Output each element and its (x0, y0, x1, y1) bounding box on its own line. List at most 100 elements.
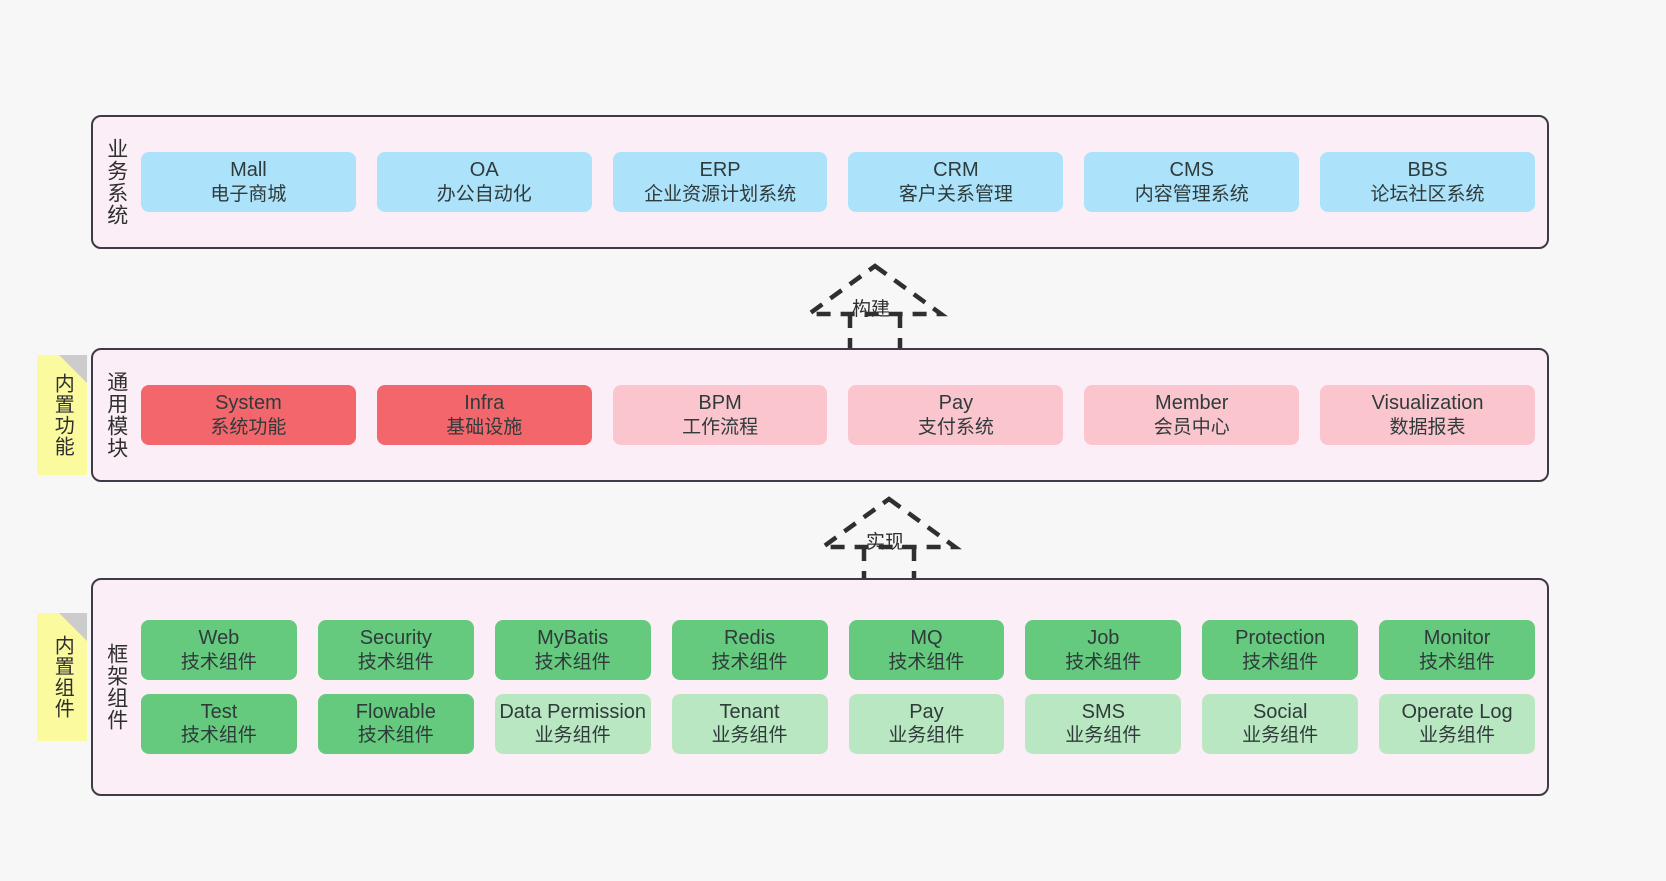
card-subtitle: 客户关系管理 (898, 183, 1013, 205)
card-tenant[interactable]: Tenant 业务组件 (671, 694, 828, 754)
card-bbs[interactable]: BBS 论坛社区系统 (1320, 152, 1535, 212)
card-redis[interactable]: Redis 技术组件 (671, 620, 828, 680)
card-title: System (215, 392, 282, 415)
card-subtitle: 技术组件 (1242, 651, 1319, 673)
card-security[interactable]: Security 技术组件 (317, 620, 474, 680)
card-erp[interactable]: ERP 企业资源计划系统 (612, 152, 828, 212)
card-title: Security (359, 627, 432, 650)
card-subtitle: 技术组件 (1065, 651, 1142, 673)
card-subtitle: 技术组件 (711, 651, 788, 673)
card-system[interactable]: System 系统功能 (141, 385, 356, 445)
card-social[interactable]: Social 业务组件 (1202, 694, 1359, 754)
connector-implement-label: 实现 (866, 532, 905, 553)
card-title: SMS (1081, 701, 1125, 723)
card-title: Monitor (1423, 627, 1491, 650)
connector-build-arrow (802, 263, 948, 350)
card-cms[interactable]: CMS 内容管理系统 (1084, 152, 1300, 212)
layer-framework-component: 框架组件 Web 技术组件 Security 技术组件 MyBatis 技术组件… (91, 578, 1549, 796)
card-subtitle: 技术组件 (888, 651, 965, 673)
connector-implement-arrow (816, 496, 962, 583)
card-row: System 系统功能 Infra 基础设施 BPM 工作流程 Pay 支付系统… (141, 385, 1535, 445)
card-member[interactable]: Member 会员中心 (1084, 385, 1300, 445)
layer-body-business-system: Mall 电子商城 OA 办公自动化 ERP 企业资源计划系统 CRM 客户关系… (139, 117, 1547, 247)
card-web[interactable]: Web 技术组件 (141, 620, 297, 680)
card-subtitle: 技术组件 (357, 725, 434, 747)
connector-build-label: 构建 (852, 299, 891, 320)
card-row: Mall 电子商城 OA 办公自动化 ERP 企业资源计划系统 CRM 客户关系… (141, 152, 1535, 212)
card-title: CRM (933, 159, 979, 182)
card-subtitle: 基础设施 (446, 416, 523, 438)
card-title: Redis (723, 627, 776, 650)
layer-title-framework-component: 框架组件 (104, 643, 128, 731)
card-subtitle: 业务组件 (888, 725, 965, 747)
card-monitor[interactable]: Monitor 技术组件 (1379, 620, 1535, 680)
card-mybatis[interactable]: MyBatis 技术组件 (494, 620, 651, 680)
card-title: BBS (1407, 159, 1448, 182)
card-subtitle: 电子商城 (210, 183, 287, 205)
card-test[interactable]: Test 技术组件 (141, 694, 297, 754)
card-subtitle: 业务组件 (1242, 725, 1319, 747)
card-subtitle: 会员中心 (1153, 416, 1230, 438)
card-data-permission[interactable]: Data Permission 业务组件 (494, 694, 651, 754)
layer-business-system: 业务系统 Mall 电子商城 OA 办公自动化 ERP 企业资源计划系统 CRM… (91, 115, 1549, 249)
card-subtitle: 企业资源计划系统 (644, 183, 797, 205)
layer-body-framework-component: Web 技术组件 Security 技术组件 MyBatis 技术组件 Redi… (139, 580, 1547, 794)
card-title: Member (1155, 392, 1229, 415)
card-title: Social (1252, 701, 1308, 723)
hollow-triangle-arrowhead-icon (802, 263, 948, 317)
card-subtitle: 技术组件 (1419, 651, 1496, 673)
card-row: Web 技术组件 Security 技术组件 MyBatis 技术组件 Redi… (141, 620, 1535, 680)
card-row: Test 技术组件 Flowable 技术组件 Data Permission … (141, 694, 1535, 754)
card-title: MQ (910, 627, 943, 650)
card-title: Tenant (719, 701, 780, 723)
card-subtitle: 工作流程 (682, 416, 759, 438)
card-mq[interactable]: MQ 技术组件 (848, 620, 1005, 680)
card-flowable[interactable]: Flowable 技术组件 (317, 694, 474, 754)
card-subtitle: 办公自动化 (436, 183, 532, 205)
layer-title-common-module: 通用模块 (104, 371, 128, 459)
card-job[interactable]: Job 技术组件 (1025, 620, 1182, 680)
card-subtitle: 业务组件 (1419, 725, 1496, 747)
card-subtitle: 数据报表 (1389, 416, 1466, 438)
layer-title-business-system: 业务系统 (104, 138, 128, 226)
card-subtitle: 论坛社区系统 (1370, 183, 1485, 205)
card-title: Protection (1235, 627, 1326, 650)
card-subtitle: 技术组件 (180, 725, 257, 747)
card-title: Pay (909, 701, 944, 723)
card-title: Job (1087, 627, 1120, 650)
card-title: Test (200, 701, 238, 723)
card-mall[interactable]: Mall 电子商城 (141, 152, 356, 212)
hollow-triangle-arrowhead-icon (816, 496, 962, 550)
card-title: BPM (698, 392, 742, 415)
card-title: Web (198, 627, 240, 650)
connector-implement: 实现 (814, 495, 964, 583)
card-subtitle: 业务组件 (1065, 725, 1142, 747)
card-bpm[interactable]: BPM 工作流程 (612, 385, 828, 445)
card-sms[interactable]: SMS 业务组件 (1025, 694, 1182, 754)
card-protection[interactable]: Protection 技术组件 (1202, 620, 1359, 680)
card-subtitle: 业务组件 (534, 725, 611, 747)
card-visualization[interactable]: Visualization 数据报表 (1320, 385, 1535, 445)
card-title: MyBatis (537, 627, 609, 650)
card-title: Flowable (355, 701, 436, 723)
card-title: Pay (938, 392, 974, 415)
card-title: ERP (699, 159, 741, 182)
sticky-note-label: 内置功能 (51, 373, 74, 457)
card-pay-component[interactable]: Pay 业务组件 (848, 694, 1005, 754)
sticky-note-label: 内置组件 (51, 635, 74, 719)
card-crm[interactable]: CRM 客户关系管理 (848, 152, 1064, 212)
card-oa[interactable]: OA 办公自动化 (376, 152, 592, 212)
card-subtitle: 技术组件 (534, 651, 611, 673)
card-operate-log[interactable]: Operate Log 业务组件 (1379, 694, 1535, 754)
card-title: Visualization (1371, 392, 1484, 415)
card-subtitle: 系统功能 (210, 416, 287, 438)
layer-body-common-module: System 系统功能 Infra 基础设施 BPM 工作流程 Pay 支付系统… (139, 350, 1547, 480)
layer-common-module: 通用模块 System 系统功能 Infra 基础设施 BPM 工作流程 Pay… (91, 348, 1549, 482)
card-title: CMS (1169, 159, 1214, 182)
card-subtitle: 内容管理系统 (1134, 183, 1249, 205)
card-pay-module[interactable]: Pay 支付系统 (848, 385, 1064, 445)
card-infra[interactable]: Infra 基础设施 (376, 385, 592, 445)
card-subtitle: 支付系统 (917, 416, 994, 438)
card-title: Mall (230, 159, 267, 182)
